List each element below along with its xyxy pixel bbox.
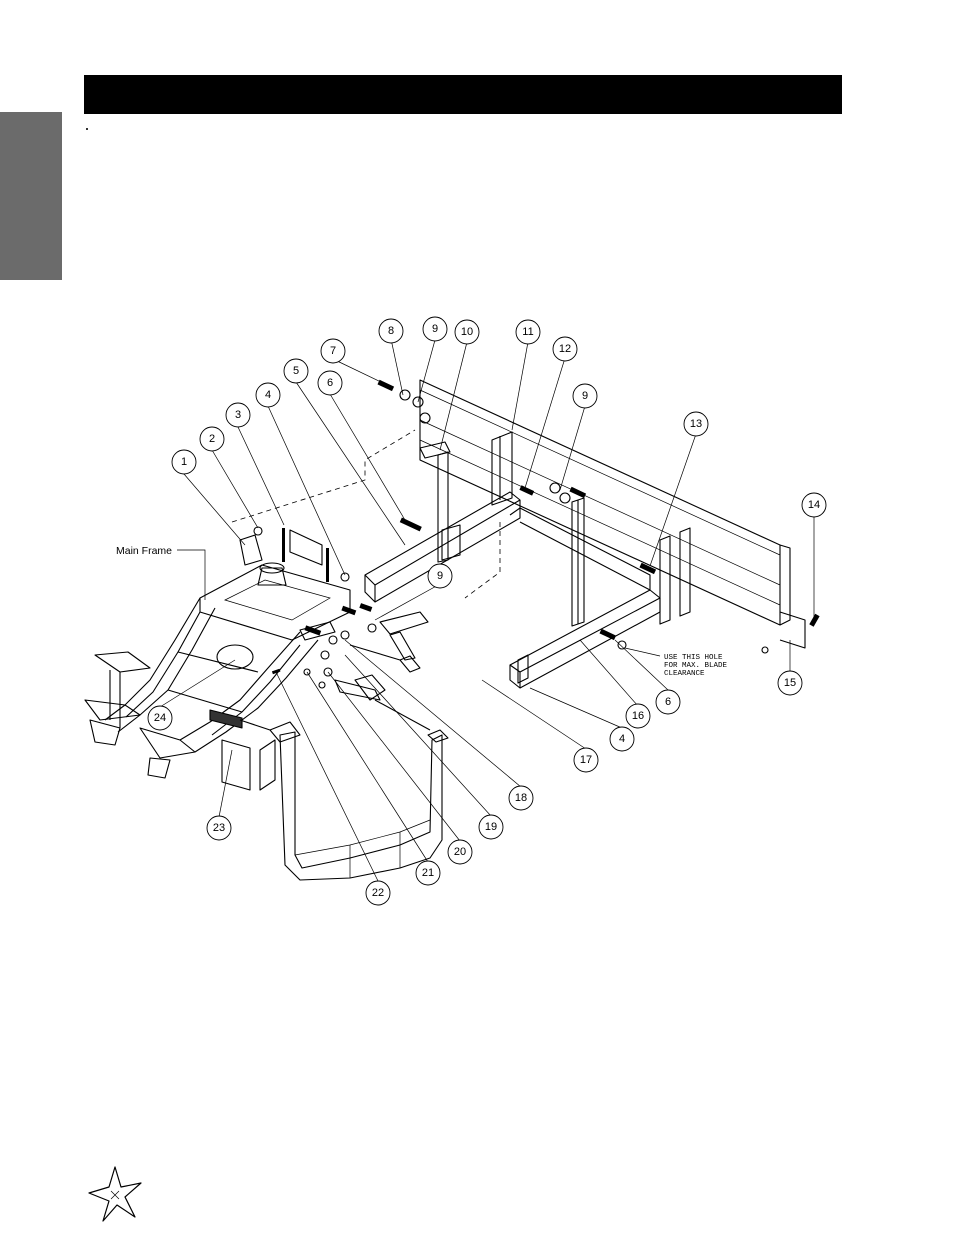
svg-text:13: 13 xyxy=(690,418,702,430)
note-line-2: FOR MAX. BLADE xyxy=(664,662,728,670)
svg-text:10: 10 xyxy=(461,326,473,338)
svg-text:17: 17 xyxy=(580,754,592,766)
svg-text:4: 4 xyxy=(265,389,271,401)
callout-9-top: 9 xyxy=(422,316,448,342)
callout-23: 23 xyxy=(206,815,232,841)
callout-5: 5 xyxy=(283,358,309,384)
callout-21: 21 xyxy=(415,860,441,886)
callout-16: 16 xyxy=(625,703,651,729)
callout-13: 13 xyxy=(683,411,709,437)
callout-6: 6 xyxy=(317,370,343,396)
leader-lines xyxy=(159,338,815,882)
linkage-drawing xyxy=(271,603,431,731)
callout-1: 1 xyxy=(171,449,197,475)
callout-8: 8 xyxy=(378,318,404,344)
svg-text:8: 8 xyxy=(388,325,394,337)
callout-24: 24 xyxy=(147,705,173,731)
svg-text:20: 20 xyxy=(454,846,466,858)
svg-text:9: 9 xyxy=(437,570,443,582)
svg-text:6: 6 xyxy=(665,696,671,708)
svg-text:1: 1 xyxy=(181,456,187,468)
callout-6-lower: 6 xyxy=(655,689,681,715)
callout-12: 12 xyxy=(552,336,578,362)
callout-9-middle: 9 xyxy=(427,563,453,589)
svg-text:9: 9 xyxy=(432,323,438,335)
svg-text:15: 15 xyxy=(784,677,796,689)
svg-text:21: 21 xyxy=(422,867,434,879)
page-mark xyxy=(86,128,88,130)
callout-10: 10 xyxy=(454,319,480,345)
star-logo-icon xyxy=(88,1166,142,1222)
svg-text:16: 16 xyxy=(632,710,644,722)
note-line-1: USE THIS HOLE xyxy=(664,654,723,662)
callout-4-lower: 4 xyxy=(609,726,635,752)
callout-9-right: 9 xyxy=(572,383,598,409)
callout-3: 3 xyxy=(225,402,251,428)
spring-drawing xyxy=(209,709,243,729)
callout-20: 20 xyxy=(447,839,473,865)
callout-17: 17 xyxy=(573,747,599,773)
note-line-3: CLEARANCE xyxy=(664,670,705,678)
svg-text:4: 4 xyxy=(619,733,625,745)
svg-text:19: 19 xyxy=(485,821,497,833)
svg-text:6: 6 xyxy=(327,377,333,389)
side-tab xyxy=(0,112,62,280)
callout-4: 4 xyxy=(255,382,281,408)
svg-text:3: 3 xyxy=(235,409,241,421)
svg-text:23: 23 xyxy=(213,822,225,834)
callout-22: 22 xyxy=(365,880,391,906)
callout-2: 2 xyxy=(199,426,225,452)
svg-text:9: 9 xyxy=(582,390,588,402)
svg-text:5: 5 xyxy=(293,365,299,377)
callout-15: 15 xyxy=(777,670,803,696)
svg-text:24: 24 xyxy=(154,712,166,724)
push-frame-drawing xyxy=(231,379,820,689)
main-frame-drawing xyxy=(84,529,351,791)
callout-14: 14 xyxy=(801,492,827,518)
callout-19: 19 xyxy=(478,814,504,840)
svg-text:14: 14 xyxy=(808,499,820,511)
blade-clearance-note: USE THIS HOLE FOR MAX. BLADE CLEARANCE xyxy=(664,654,728,678)
main-frame-label: Main Frame xyxy=(116,545,172,557)
callout-11: 11 xyxy=(515,319,541,345)
svg-text:11: 11 xyxy=(522,326,533,338)
svg-text:22: 22 xyxy=(372,887,384,899)
header-bar xyxy=(84,75,842,114)
svg-text:2: 2 xyxy=(209,433,215,445)
lift-frame-drawing xyxy=(239,719,449,881)
svg-text:12: 12 xyxy=(559,343,571,355)
svg-text:18: 18 xyxy=(515,792,527,804)
callout-7: 7 xyxy=(320,338,346,364)
callout-18: 18 xyxy=(508,785,534,811)
svg-text:7: 7 xyxy=(330,345,336,357)
